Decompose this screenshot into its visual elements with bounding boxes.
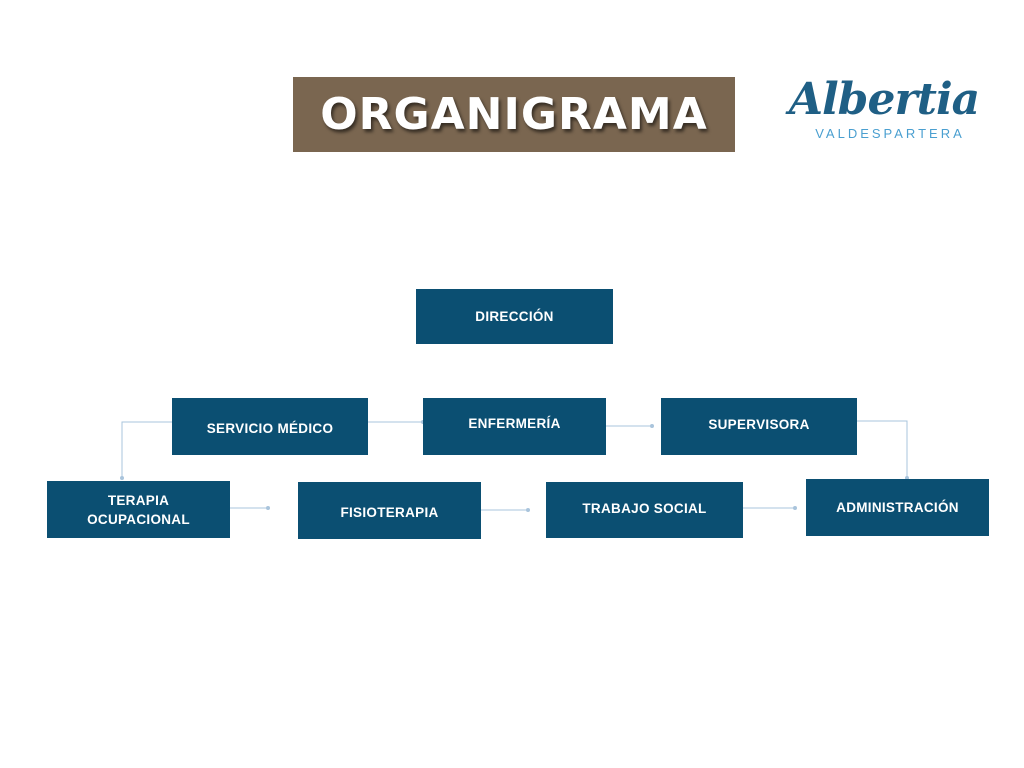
- node-supervisora: SUPERVISORA: [661, 398, 857, 455]
- page-title: ORGANIGRAMA: [320, 89, 708, 140]
- node-direccion: DIRECCIÓN: [416, 289, 613, 344]
- connector-dot: [120, 476, 124, 480]
- logo: Albertia VALDESPARTERA: [784, 74, 984, 146]
- node-enfermeria: ENFERMERÍA: [423, 398, 606, 455]
- connector-dot: [650, 424, 654, 428]
- connector-servicio-terapia: [121, 421, 172, 478]
- connector-supervisora-administracion: [857, 420, 908, 478]
- node-trabajo-social: TRABAJO SOCIAL: [546, 482, 743, 538]
- connector-dot: [526, 508, 530, 512]
- node-terapia-ocupacional: TERAPIA OCUPACIONAL: [47, 481, 230, 538]
- logo-name: Albertia: [788, 74, 980, 125]
- node-servicio-medico: SERVICIO MÉDICO: [172, 398, 368, 455]
- logo-subtitle: VALDESPARTERA: [815, 126, 965, 141]
- connector-dot: [266, 506, 270, 510]
- title-banner: ORGANIGRAMA: [293, 77, 735, 152]
- connector-dot: [793, 506, 797, 510]
- node-administracion: ADMINISTRACIÓN: [806, 479, 989, 536]
- node-fisioterapia: FISIOTERAPIA: [298, 482, 481, 539]
